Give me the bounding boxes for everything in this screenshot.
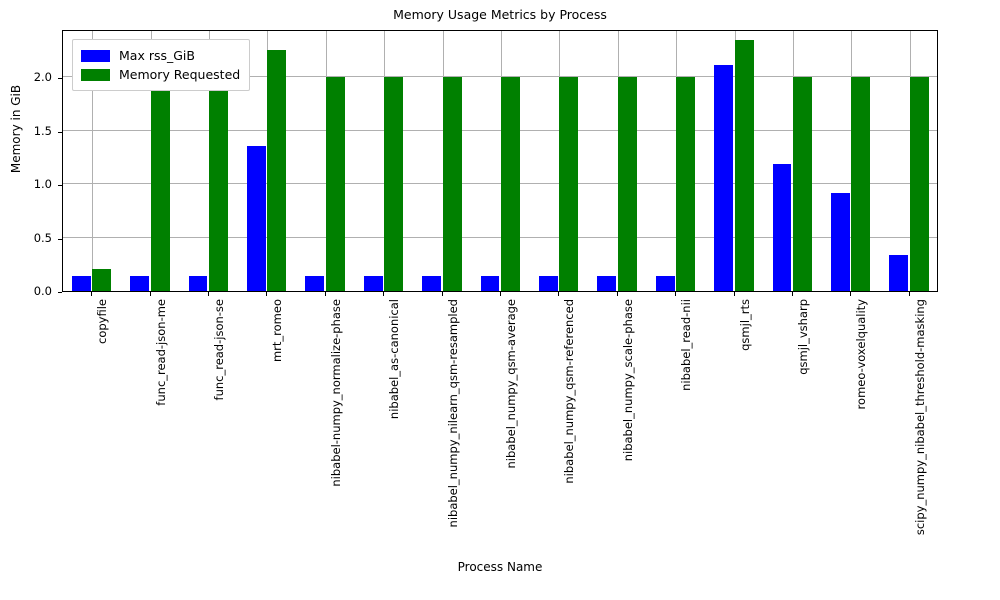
y-tick-label: 2.0	[33, 70, 52, 85]
bar	[830, 192, 850, 291]
bar	[851, 77, 871, 291]
bar	[267, 50, 287, 291]
bar	[422, 275, 442, 291]
bar	[363, 275, 383, 291]
x-tick-mark	[383, 292, 384, 296]
x-tick-label: nibabel_as-canonical	[387, 299, 402, 420]
y-tick-mark	[58, 185, 62, 187]
x-tick-mark	[442, 292, 443, 296]
bar	[772, 163, 792, 291]
plot-area	[62, 30, 938, 292]
legend-swatch-icon	[81, 68, 110, 81]
bar	[325, 77, 345, 291]
bar	[714, 65, 734, 291]
x-tick-label: scipy_numpy_nibabel_threshold-masking	[912, 299, 927, 536]
x-tick-mark	[792, 292, 793, 296]
bar	[501, 77, 520, 291]
x-tick-label: mrt_romeo	[270, 299, 285, 363]
bar	[793, 77, 812, 291]
y-tick-mark	[58, 78, 62, 80]
chart-legend: Max rss_GiB Memory Requested	[72, 39, 251, 91]
x-tick-mark	[675, 292, 676, 296]
bar	[209, 77, 228, 291]
bar	[442, 77, 462, 291]
x-tick-mark	[617, 292, 618, 296]
bar	[384, 77, 404, 291]
bar	[889, 254, 909, 291]
bar	[305, 275, 325, 291]
x-tick-label: nibabel_numpy_qsm-average	[504, 299, 518, 469]
x-tick-label: nibabel_numpy_qsm-referenced	[562, 299, 577, 484]
bar	[617, 77, 637, 291]
x-tick-label: copyfile	[95, 299, 110, 344]
x-tick-label: func_read-json-me	[153, 299, 168, 406]
x-axis-label: Process Name	[457, 560, 543, 574]
y-tick-label: 1.0	[33, 177, 52, 192]
x-tick-mark	[558, 292, 559, 296]
x-tick-label: qsmjl_rts	[737, 299, 752, 351]
y-tick-label: 0.0	[33, 284, 52, 298]
y-tick-mark	[58, 238, 62, 240]
gridline-horizontal	[63, 129, 937, 131]
gridline-horizontal	[63, 183, 937, 185]
x-tick-label: func_read-json-se	[212, 299, 226, 401]
x-tick-mark	[266, 292, 267, 296]
x-tick-label: qsmjl_vsharp	[796, 299, 810, 375]
x-tick-label: nibabel_numpy_nilearn_qsm-resampled	[445, 299, 460, 528]
x-tick-mark	[150, 292, 151, 296]
legend-label: Max rss_GiB	[119, 48, 195, 63]
legend-label: Memory Requested	[119, 67, 241, 82]
gridline-vertical	[92, 31, 93, 291]
y-tick-mark	[58, 292, 62, 293]
bar	[71, 275, 91, 291]
y-tick-mark	[58, 131, 62, 133]
bar	[130, 275, 150, 291]
bar	[559, 77, 579, 291]
bar	[734, 39, 754, 291]
x-tick-mark	[909, 292, 910, 296]
bar	[655, 275, 675, 291]
x-tick-mark	[208, 292, 209, 296]
x-tick-label: nibabel-numpy_normalize-phase	[328, 299, 343, 487]
y-tick-label: 1.5	[33, 123, 52, 138]
x-tick-mark	[325, 292, 326, 296]
x-tick-label: nibabel_numpy_scale-phase	[620, 299, 635, 462]
bar	[246, 145, 266, 291]
legend-item: Max rss_GiB	[81, 46, 240, 65]
x-tick-mark	[500, 292, 501, 296]
bar	[92, 268, 112, 291]
bar	[150, 77, 170, 291]
bar	[597, 275, 617, 291]
x-tick-mark	[734, 292, 735, 296]
x-tick-mark	[850, 292, 851, 296]
bar	[188, 275, 208, 291]
y-tick-label: 0.5	[33, 230, 52, 245]
bar	[909, 77, 929, 291]
gridline-horizontal	[63, 236, 937, 238]
x-tick-label: romeo-voxelquality	[854, 299, 869, 410]
gridline-horizontal	[63, 76, 937, 78]
chart-title: Memory Usage Metrics by Process	[393, 7, 607, 22]
x-tick-mark	[91, 292, 92, 296]
bar	[538, 275, 558, 291]
legend-swatch-icon	[81, 49, 110, 62]
x-tick-label: nibabel_read-nii	[679, 299, 694, 391]
legend-item: Memory Requested	[81, 65, 240, 84]
bar	[676, 77, 696, 291]
bar	[480, 275, 500, 291]
